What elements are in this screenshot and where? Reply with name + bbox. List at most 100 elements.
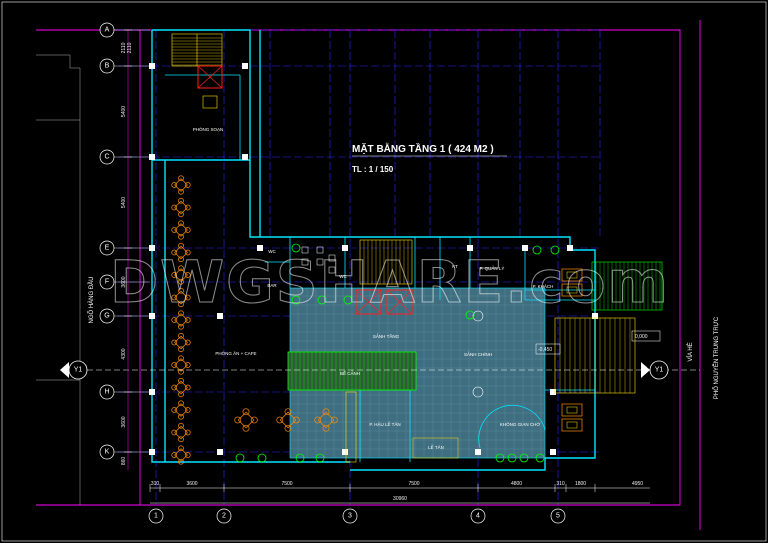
table-set bbox=[171, 377, 191, 398]
left-dim-value: 5400 bbox=[121, 197, 127, 208]
room-label-kt: KT bbox=[452, 264, 458, 269]
room-label-soan: PHÒNG SOẠN bbox=[193, 126, 224, 132]
sofa bbox=[561, 418, 583, 432]
axis-y1-right: Y1 bbox=[641, 360, 669, 380]
row-bubble-label: A bbox=[105, 27, 110, 34]
row-bubble-G: G bbox=[99, 308, 150, 324]
street-label-left: NGÕ HÀNG ĐẦU bbox=[88, 276, 95, 323]
table-set bbox=[171, 355, 191, 375]
bottom-dim-value: 4800 bbox=[511, 481, 522, 487]
table-set bbox=[171, 265, 191, 285]
bottom-dim-value: 3600 bbox=[186, 481, 197, 487]
drawing-title: MẶT BẰNG TẦNG 1 ( 424 M2 ) bbox=[352, 142, 494, 155]
bottom-dim-total: 30960 bbox=[393, 496, 407, 502]
table-set bbox=[171, 175, 191, 195]
column bbox=[242, 63, 248, 69]
column bbox=[257, 245, 263, 251]
sidewalk-label: VỈA HÈ bbox=[687, 342, 694, 361]
left-dim-value: 5400 bbox=[121, 106, 127, 117]
room-label-wc: WC bbox=[268, 249, 276, 254]
planter bbox=[291, 295, 301, 305]
column bbox=[342, 245, 348, 251]
sofa bbox=[561, 403, 583, 417]
stair-treads-core bbox=[363, 240, 409, 284]
entry-step-lines bbox=[559, 318, 631, 393]
ramp-hatch bbox=[591, 261, 663, 311]
sofa bbox=[561, 283, 583, 297]
col-bubble-label: 4 bbox=[476, 513, 480, 520]
column bbox=[149, 63, 155, 69]
bottom-dim-value: 7500 bbox=[281, 481, 292, 487]
glass-partition bbox=[345, 391, 357, 463]
column bbox=[550, 449, 556, 455]
left-dim-value: 2110 bbox=[121, 42, 127, 53]
wc-fixture bbox=[328, 266, 336, 274]
waiting-sofas bbox=[561, 268, 583, 432]
column bbox=[550, 389, 556, 395]
room-label-be-canh: BỂ CẢNH bbox=[340, 370, 360, 376]
row-bubble-B: B bbox=[99, 58, 150, 74]
column bbox=[567, 245, 573, 251]
planters bbox=[235, 243, 560, 463]
neighbor-outline bbox=[36, 54, 81, 121]
planter bbox=[532, 245, 542, 255]
row-bubble-K: K bbox=[99, 444, 150, 460]
drawing-scale: TL : 1 / 150 bbox=[352, 165, 394, 174]
planter bbox=[507, 453, 517, 463]
column bbox=[149, 449, 155, 455]
stairs-core bbox=[359, 239, 413, 285]
left-dim-value: 4300 bbox=[121, 348, 127, 359]
ramp-lines bbox=[595, 262, 661, 310]
row-bubble-A: A bbox=[99, 22, 150, 38]
table-set bbox=[171, 310, 191, 330]
planter bbox=[550, 245, 560, 255]
elevator-top bbox=[197, 65, 223, 109]
column-round bbox=[472, 386, 484, 398]
table-set bbox=[234, 408, 258, 432]
wc-fixture bbox=[301, 246, 309, 254]
column bbox=[217, 313, 223, 319]
column-round bbox=[472, 310, 484, 322]
level-text-450: -0,450 bbox=[538, 347, 552, 353]
axis-y1-left: Y1 bbox=[60, 360, 88, 380]
room-label-an-cafe: PHÒNG ĂN + CAFE bbox=[215, 350, 256, 356]
planter bbox=[257, 453, 267, 463]
column bbox=[592, 313, 598, 319]
row-bubble-C: C bbox=[99, 149, 150, 165]
room-label-khong-gian-cho: KHÔNG GIAN CHỜ bbox=[500, 421, 541, 427]
left-dim-top: 2110 bbox=[127, 42, 133, 53]
column bbox=[467, 245, 473, 251]
column bbox=[217, 449, 223, 455]
water-hatch bbox=[291, 352, 413, 390]
room-label-bar: BAR bbox=[267, 283, 277, 288]
left-dim-value: 860 bbox=[121, 457, 127, 466]
row-bubble-label: G bbox=[104, 313, 109, 320]
col-bubble-label: 1 bbox=[154, 513, 158, 520]
wc-fixture bbox=[316, 258, 324, 266]
room-label-hau-le-tan: P. HẬU LỄ TÂN bbox=[369, 421, 400, 427]
planter bbox=[295, 453, 305, 463]
row-bubble-label: E bbox=[105, 245, 110, 252]
column bbox=[149, 245, 155, 251]
wc-fixtures bbox=[301, 246, 336, 274]
bottom-dim-value: 7500 bbox=[408, 481, 419, 487]
table-set bbox=[171, 242, 191, 263]
planter bbox=[317, 295, 327, 305]
stair-treads-top bbox=[172, 37, 222, 66]
level-marker-0: 0,000 bbox=[631, 330, 661, 342]
planter bbox=[495, 453, 505, 463]
boundary-left bbox=[36, 29, 141, 506]
table-set bbox=[171, 332, 191, 353]
left-dim-value: 3600 bbox=[121, 416, 127, 427]
room-label-khach: P. KHÁCH bbox=[533, 283, 554, 289]
column bbox=[242, 154, 248, 160]
col-bubble-1: 1 bbox=[148, 508, 164, 524]
room-label-sanh-chinh: SẢNH CHÍNH bbox=[464, 351, 492, 357]
table-set bbox=[276, 408, 300, 432]
col-bubble-4: 4 bbox=[470, 508, 486, 524]
column bbox=[475, 449, 481, 455]
col-bubble-label: 3 bbox=[348, 513, 352, 520]
